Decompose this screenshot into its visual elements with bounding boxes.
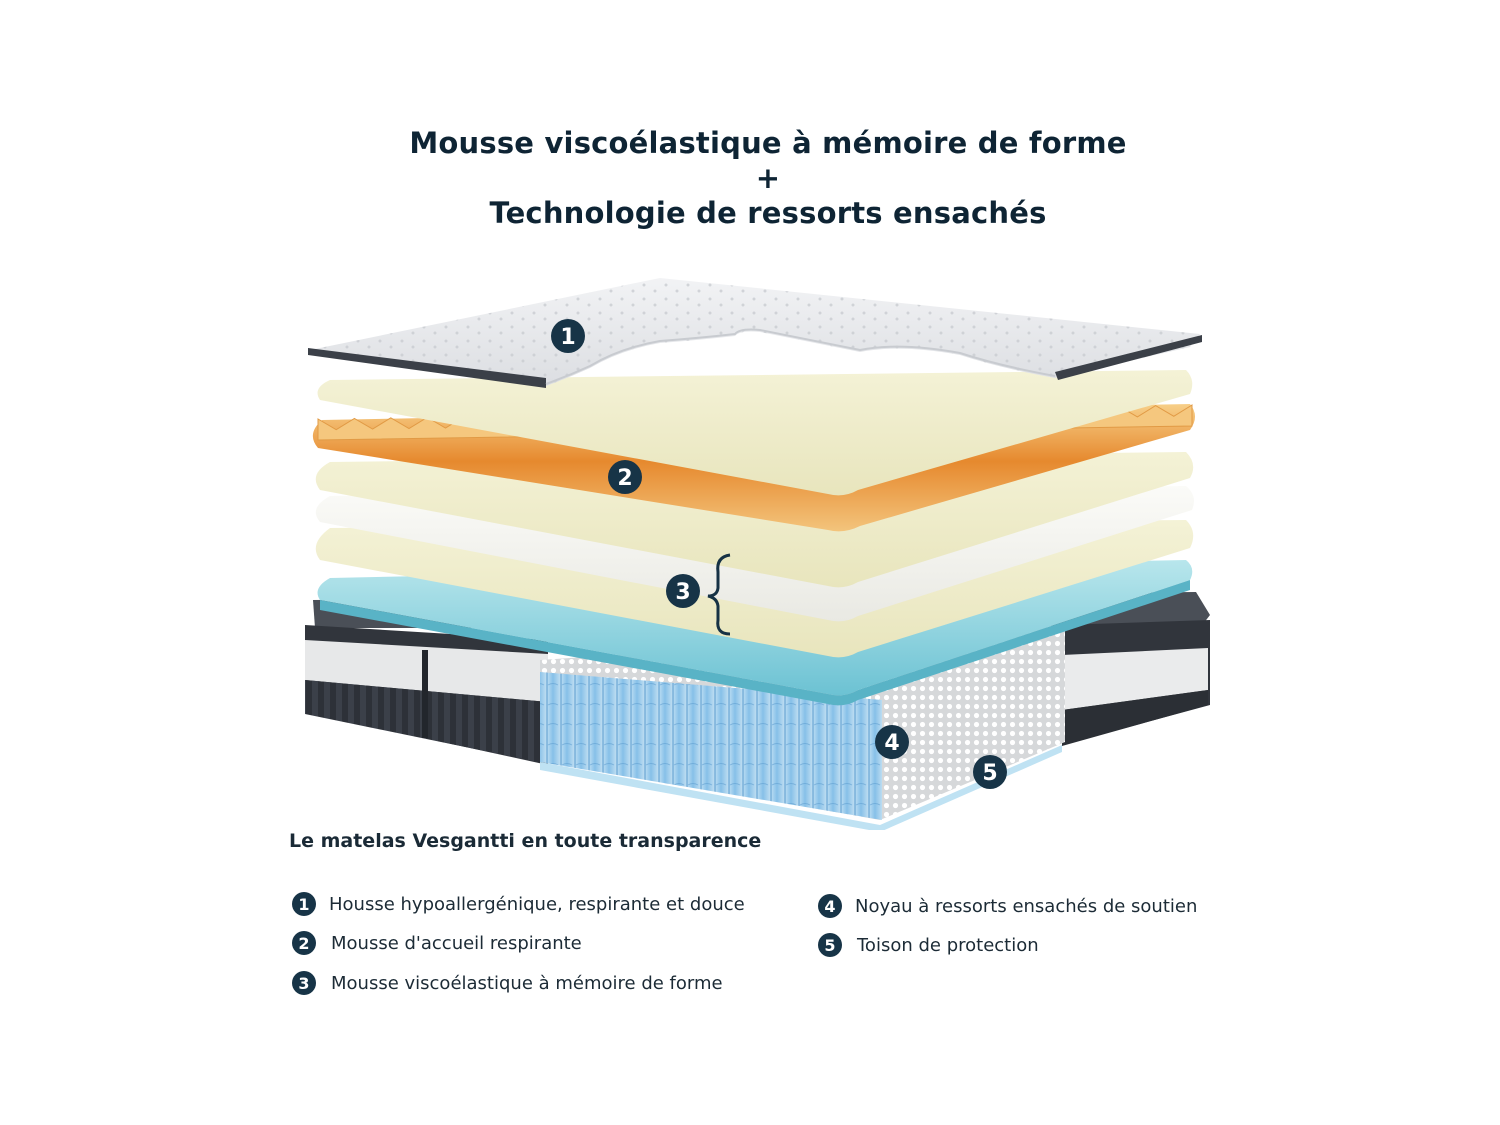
marker-4: 4 [875, 725, 909, 759]
legend-number-4-icon: 4 [818, 894, 842, 918]
marker-2-label: 2 [617, 466, 632, 491]
legend-label-3: Mousse viscoélastique à mémoire de forme [331, 972, 723, 994]
section-title: Le matelas Vesgantti en toute transparen… [289, 830, 762, 852]
headline-plus: + [755, 161, 781, 195]
legend-label-5: Toison de protection [857, 934, 1039, 956]
legend-number-1-icon: 1 [292, 892, 316, 916]
legend-label-1: Housse hypoallergénique, respirante et d… [329, 893, 745, 915]
legend-label-2: Mousse d'accueil respirante [331, 932, 582, 954]
marker-5: 5 [973, 755, 1007, 789]
svg-text:5: 5 [824, 936, 835, 955]
top-foam-layer [317, 370, 1193, 496]
layer-3-brace [707, 553, 731, 636]
legend-item-5: 5 Toison de protection [818, 932, 1039, 958]
svg-text:3: 3 [298, 974, 309, 993]
headline-line-1: Mousse viscoélastique à mémoire de forme [409, 126, 1127, 160]
svg-text:1: 1 [298, 895, 309, 914]
marker-3: 3 [666, 574, 700, 608]
headline-line-3: Technologie de ressorts ensachés [489, 196, 1047, 230]
legend-item-2: 2 Mousse d'accueil respirante [292, 930, 582, 956]
headline: Mousse viscoélastique à mémoire de forme… [0, 126, 1500, 231]
marker-1-label: 1 [560, 325, 575, 350]
marker-4-label: 4 [884, 731, 899, 756]
legend-number-5-icon: 5 [818, 933, 842, 957]
marker-1: 1 [551, 319, 585, 353]
svg-text:2: 2 [298, 934, 309, 953]
legend-label-4: Noyau à ressorts ensachés de soutien [855, 895, 1198, 917]
marker-2: 2 [608, 460, 642, 494]
legend-item-3: 3 Mousse viscoélastique à mémoire de for… [292, 970, 723, 996]
legend-number-2-icon: 2 [292, 931, 316, 955]
legend-number-3-icon: 3 [292, 971, 316, 995]
cover-layer [308, 278, 1202, 388]
marker-5-label: 5 [982, 761, 997, 786]
svg-text:4: 4 [824, 897, 835, 916]
mattress-illustration: 1 2 3 4 5 [305, 278, 1210, 830]
marker-3-label: 3 [675, 580, 690, 605]
legend-item-4: 4 Noyau à ressorts ensachés de soutien [818, 893, 1197, 919]
legend-item-1: 1 Housse hypoallergénique, respirante et… [292, 891, 745, 917]
